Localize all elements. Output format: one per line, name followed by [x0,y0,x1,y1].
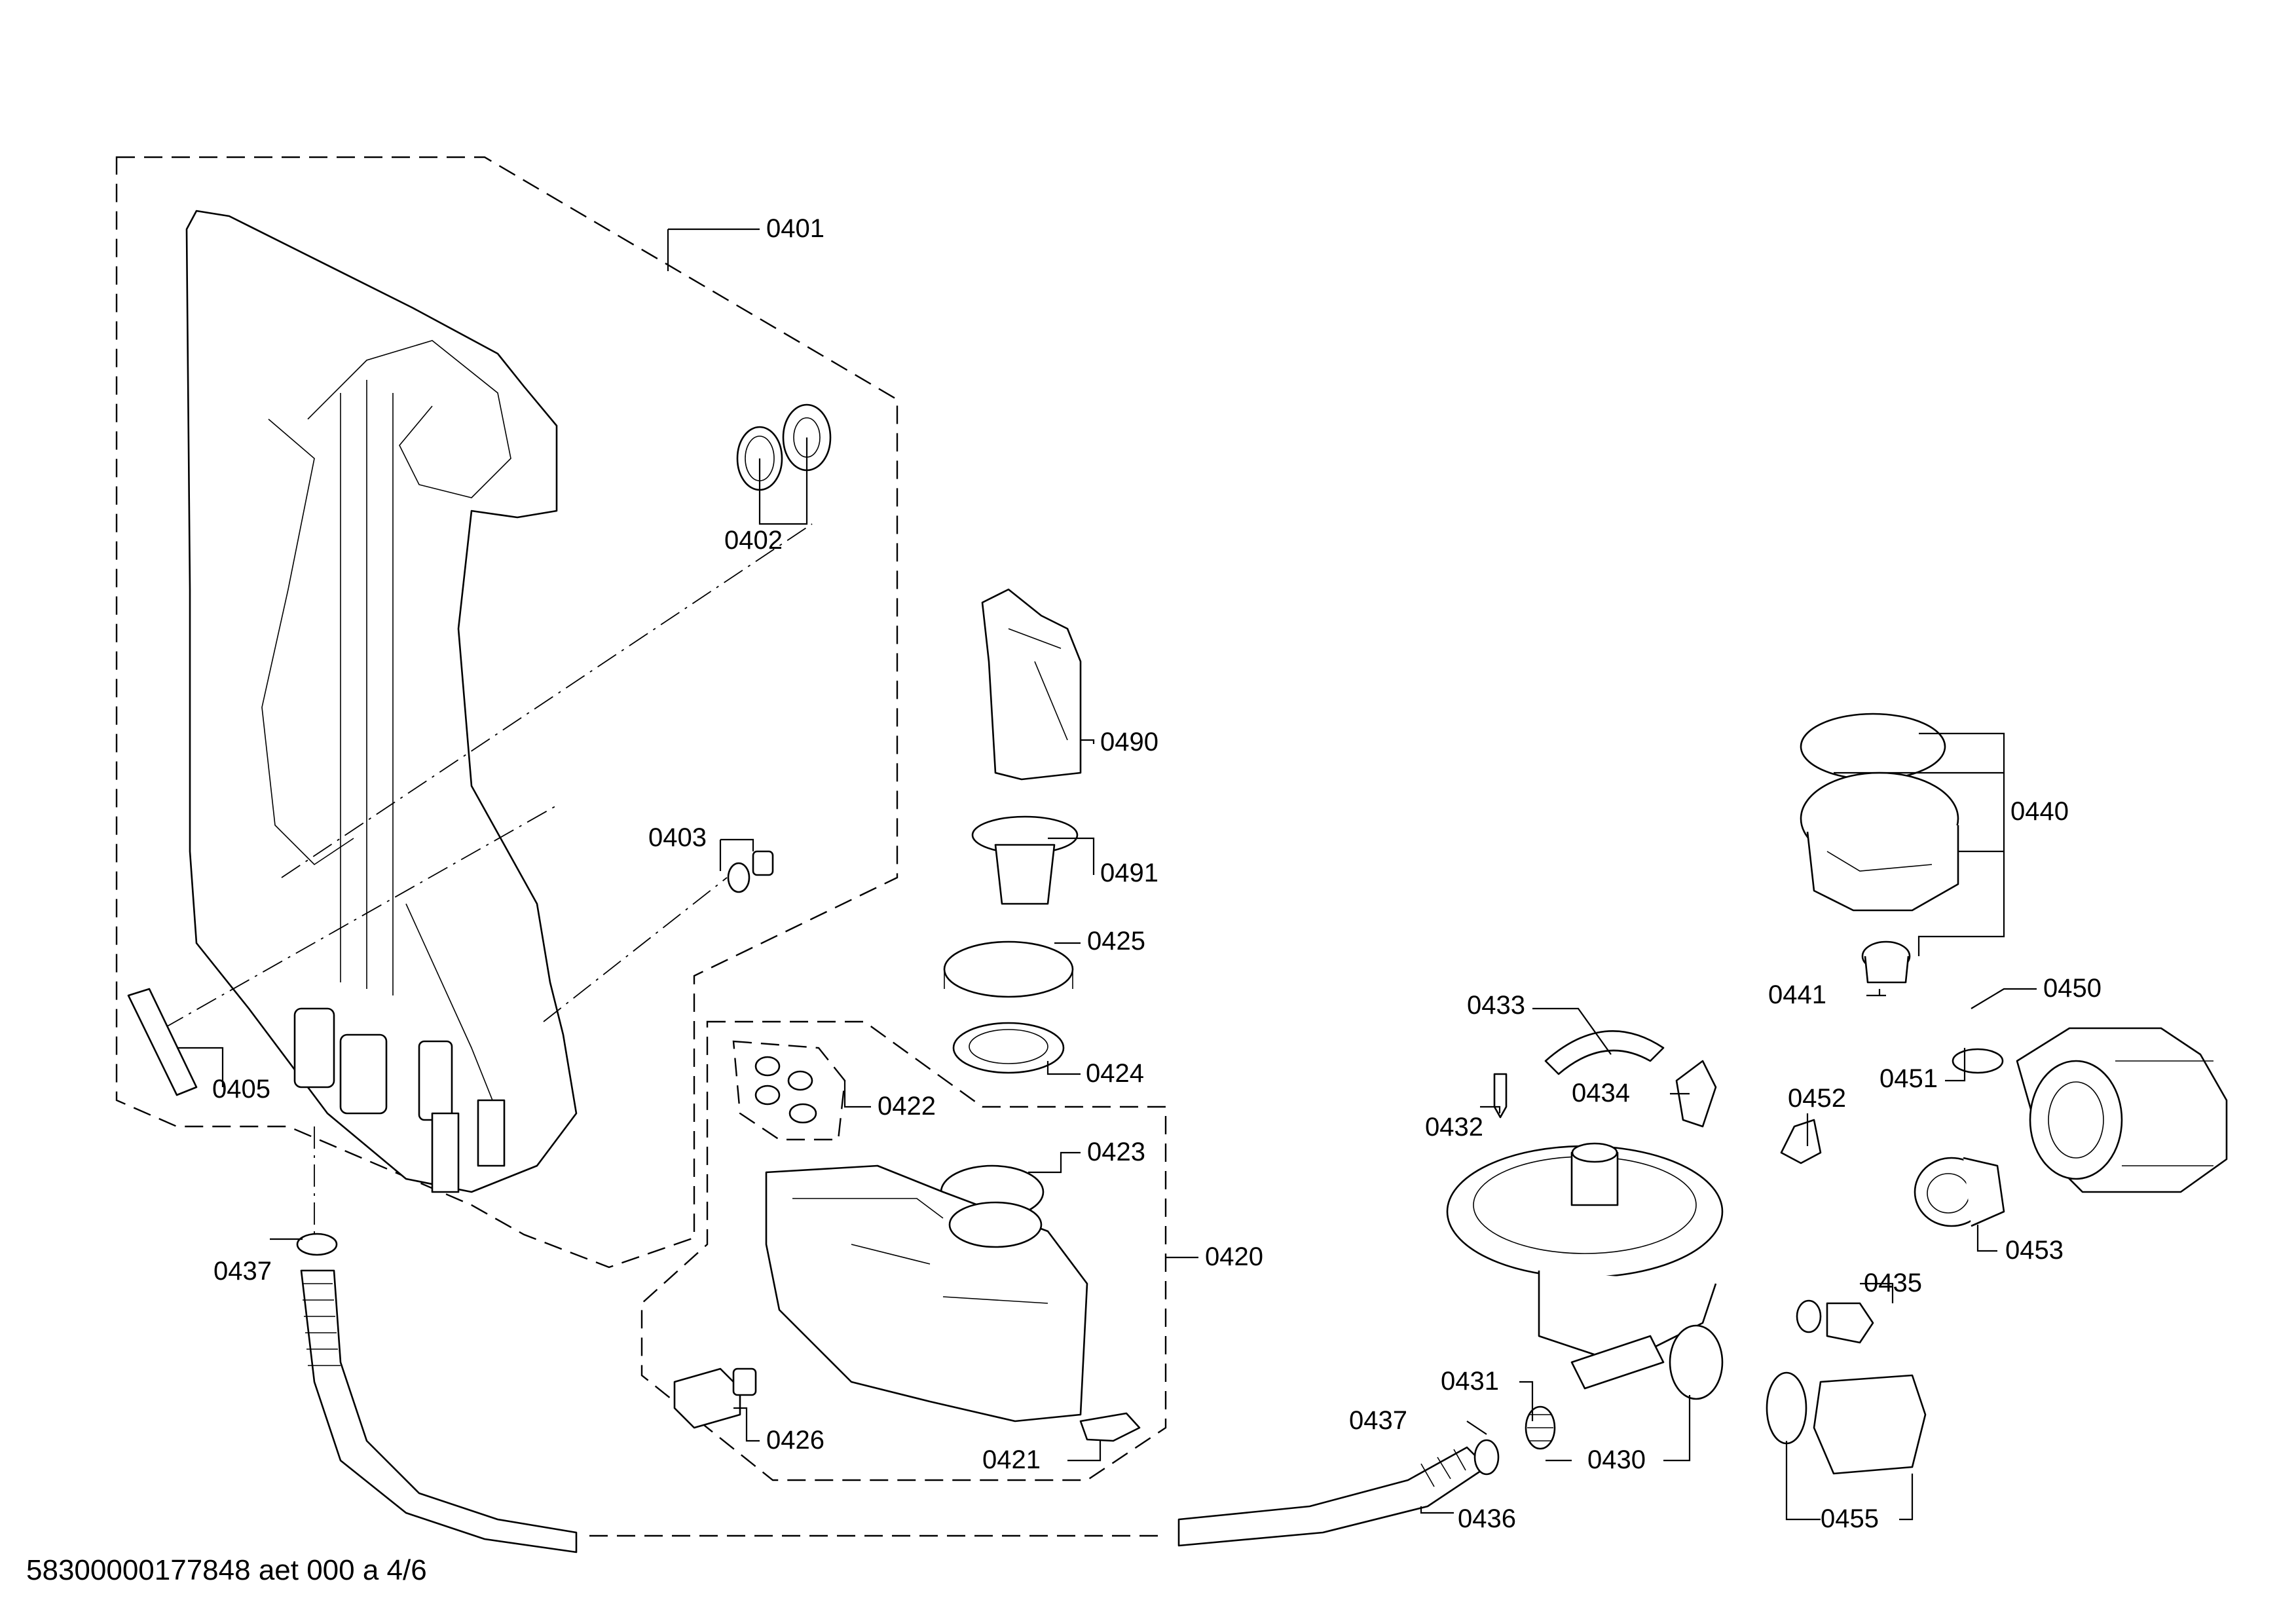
label-0450: 0450 [2043,974,2102,1003]
label-0437-left: 0437 [213,1257,272,1286]
assembly-group-0401 [115,156,898,1269]
part-0430-sump [1446,1142,1724,1400]
label-0433: 0433 [1467,991,1525,1020]
label-0491: 0491 [1100,859,1158,887]
part-0440-assembly [1800,713,1959,912]
part-0455-drain-pump [1766,1371,1927,1475]
part-0451-clamp [1952,1048,2004,1074]
label-0421: 0421 [982,1445,1041,1474]
part-0403-connector [727,850,774,893]
leader-lines [177,228,2037,1521]
label-0423: 0423 [1087,1138,1145,1166]
label-0436: 0436 [1458,1504,1516,1533]
label-0425: 0425 [1087,927,1145,956]
part-0421-clip [1079,1412,1141,1442]
part-0435-sensor [1796,1299,1874,1344]
label-0401: 0401 [766,214,824,243]
part-0437-ring-right [1473,1439,1500,1476]
label-0424: 0424 [1086,1059,1144,1088]
part-0423-softener-body [765,1164,1088,1422]
part-0450-heat-pump [2016,1027,2228,1193]
label-0490: 0490 [1100,728,1158,756]
label-0422: 0422 [878,1092,936,1121]
label-0426: 0426 [766,1426,824,1455]
label-0431: 0431 [1441,1367,1499,1396]
label-0430: 0430 [1587,1445,1646,1474]
label-0403: 0403 [648,823,707,852]
part-0402-seals [736,403,832,491]
label-0452: 0452 [1788,1084,1846,1113]
label-0441: 0441 [1768,980,1826,1009]
part-0424-ring [952,1022,1065,1074]
part-labels: 0401 0402 0403 0405 0437 0490 0491 0425 … [212,214,2102,1533]
part-0491-cap [971,815,1079,905]
part-0453-adapter [1914,1157,2005,1227]
part-0452-clip [1780,1119,1822,1164]
label-0440: 0440 [2010,797,2069,826]
part-0441-sensor [1861,940,1911,984]
label-0432: 0432 [1425,1113,1483,1142]
label-0455: 0455 [1821,1504,1879,1533]
part-0405-clip [127,988,198,1096]
part-0434-valve [1675,1060,1717,1128]
part-0422-seals [732,1040,846,1141]
part-0433-arc [1544,1030,1665,1075]
label-0405: 0405 [212,1075,270,1104]
document-code-footer: 58300000177848 aet 000 a 4/6 [26,1554,427,1586]
assembly-group-0420 [640,1020,1167,1481]
label-0453: 0453 [2005,1236,2064,1265]
label-0435: 0435 [1864,1269,1922,1297]
part-0437-ring-left [296,1233,338,1256]
part-0490-funnel [981,588,1082,781]
label-0437-right: 0437 [1349,1406,1407,1435]
label-0420: 0420 [1205,1242,1263,1271]
part-0431-connector [1525,1405,1556,1450]
part-0425-lid [943,940,1074,998]
label-0451: 0451 [1879,1064,1938,1093]
label-0434: 0434 [1572,1079,1630,1107]
label-0402: 0402 [724,526,783,555]
part-0426-sensor [673,1367,757,1429]
